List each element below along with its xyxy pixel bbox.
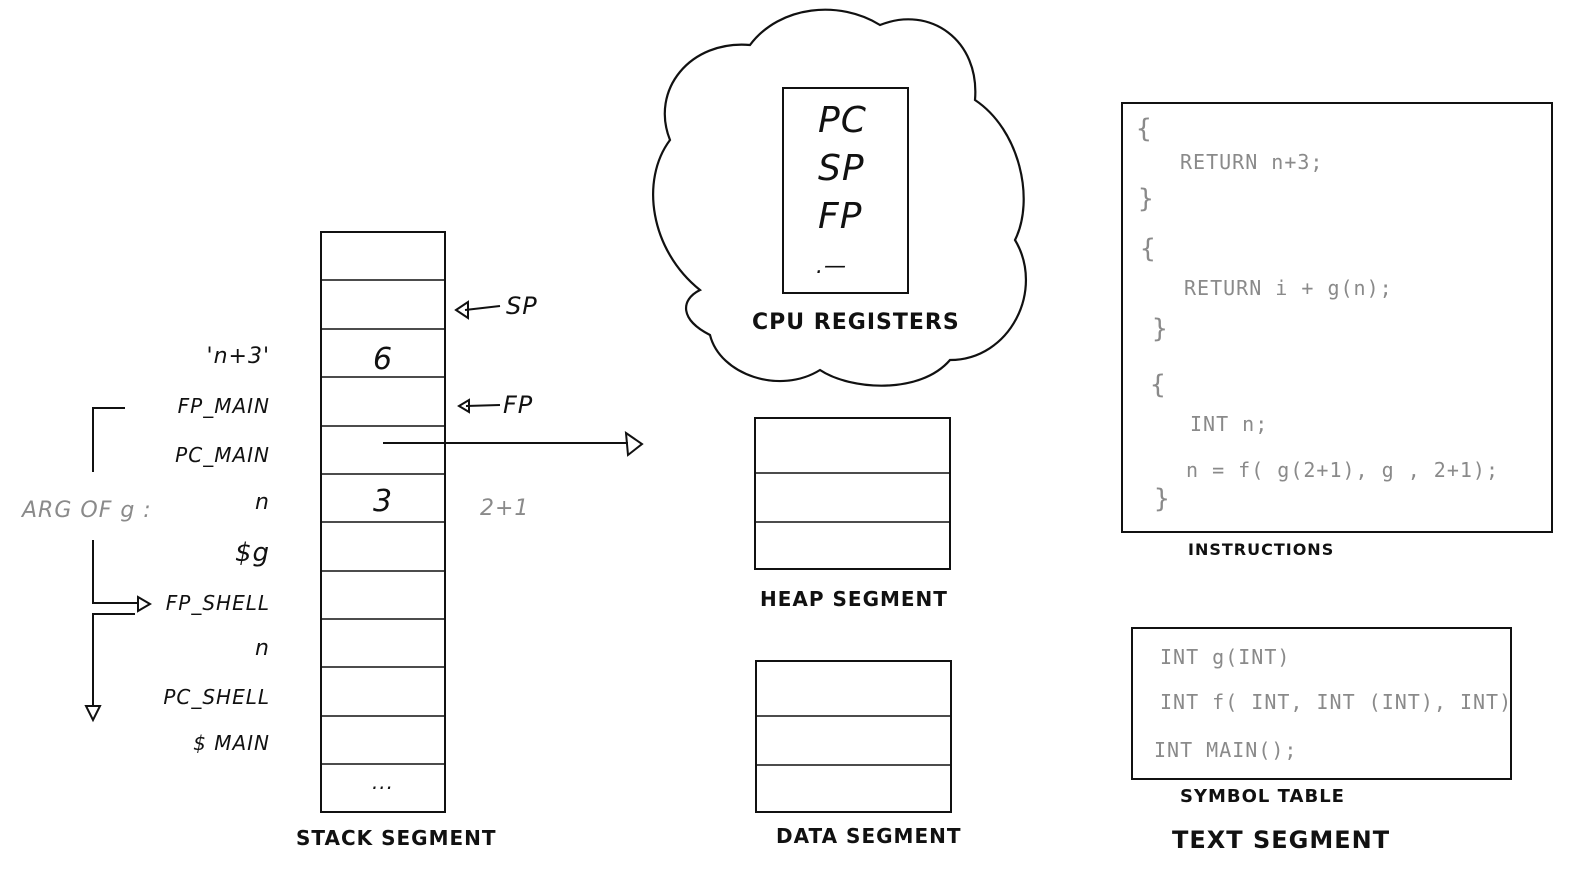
heap-segment <box>754 417 951 570</box>
instr-line-0: { <box>1136 114 1153 144</box>
stack-cell-ellipsis: ... <box>371 770 395 794</box>
stack-caption: STACK SEGMENT <box>296 826 497 850</box>
instr-line-4: RETURN i + g(n); <box>1184 276 1393 300</box>
cpu-cloud <box>652 8 1027 387</box>
stack-label-n-1: n <box>255 490 270 515</box>
fp-arrow <box>457 398 501 414</box>
symbol-line-0: INT g(INT) <box>1160 645 1291 669</box>
data-segment <box>755 660 952 813</box>
data-caption: DATA SEGMENT <box>776 824 962 848</box>
symbol-table-box <box>1131 627 1512 780</box>
instructions-box <box>1121 102 1553 533</box>
instr-line-2: } <box>1138 184 1155 214</box>
instr-line-1: RETURN n+3; <box>1180 150 1324 174</box>
symbol-line-2: INT MAIN(); <box>1154 738 1298 762</box>
stack-label-n3: 'n+3' <box>206 344 270 369</box>
sp-arrow <box>454 300 501 320</box>
stack-cell-6: 6 <box>372 342 394 377</box>
symbol-line-1: INT f( INT, INT (INT), INT) <box>1160 690 1513 714</box>
arg-of-g-label: ARG OF g : <box>22 498 152 523</box>
sp-pointer-label: SP <box>506 292 538 320</box>
stack-label-pc-main: PC_MAIN <box>175 443 270 467</box>
instr-line-9: } <box>1154 484 1171 514</box>
heap-caption: HEAP SEGMENT <box>760 587 948 611</box>
fp-pointer-label: FP <box>503 391 534 419</box>
instr-line-8: n = f( g(2+1), g , 2+1); <box>1186 458 1499 482</box>
stack-label-pc-shell: PC_SHELL <box>163 685 270 709</box>
instr-line-7: INT n; <box>1190 412 1269 436</box>
stack-label-main: $ MAIN <box>193 731 270 755</box>
register-pc: PC <box>818 100 867 141</box>
pc-main-arrow <box>383 430 644 457</box>
instructions-caption: INSTRUCTIONS <box>1188 540 1335 559</box>
instr-line-3: { <box>1140 234 1157 264</box>
register-more: .— <box>816 254 847 279</box>
stack-label-g: $g <box>234 538 270 568</box>
side-note: 2+1 <box>480 496 530 521</box>
cpu-registers-box <box>782 87 909 294</box>
symbol-table-caption: SYMBOL TABLE <box>1180 786 1345 807</box>
register-sp: SP <box>818 148 865 189</box>
register-fp: FP <box>818 196 863 237</box>
stack-label-n-2: n <box>255 636 270 661</box>
instr-line-5: } <box>1152 314 1169 344</box>
instr-line-6: { <box>1150 370 1167 400</box>
stack-label-fp-shell: FP_SHELL <box>165 591 270 615</box>
stack-cell-3: 3 <box>372 484 394 519</box>
stack-label-fp-main: FP_MAIN <box>177 394 270 418</box>
stack-segment <box>320 231 446 813</box>
text-segment-caption: TEXT SEGMENT <box>1172 826 1391 854</box>
cpu-caption: CPU REGISTERS <box>752 310 960 335</box>
arg-bracket <box>84 407 152 723</box>
